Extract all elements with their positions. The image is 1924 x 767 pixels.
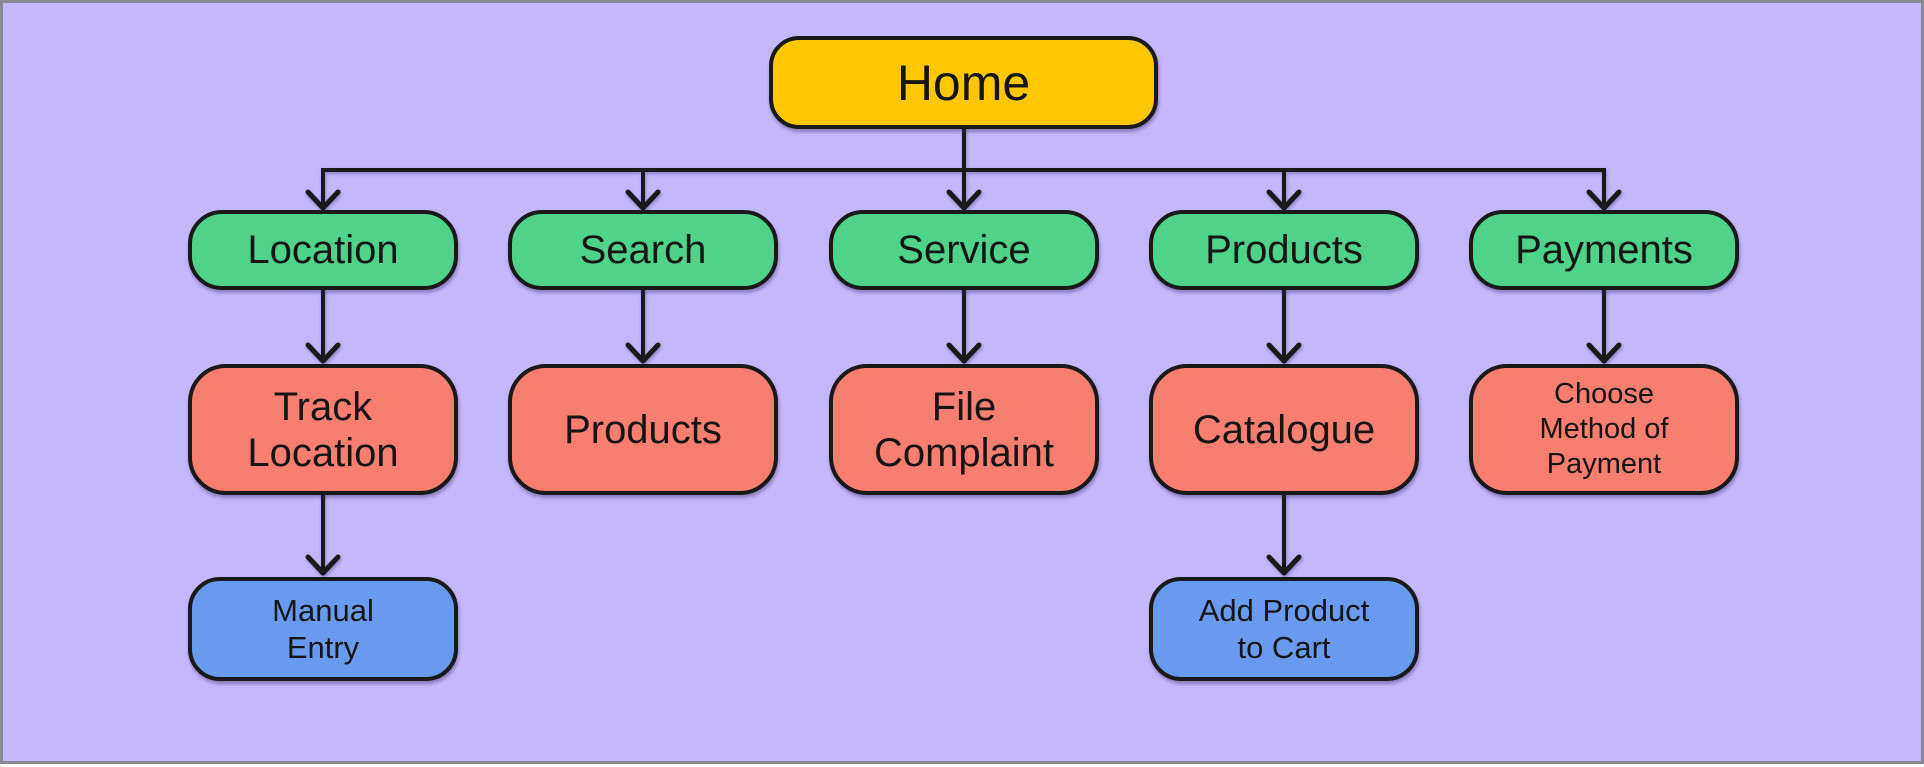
node-add-product-to-cart-label: Add Product to Cart — [1198, 593, 1370, 665]
arrowhead-products — [1266, 189, 1302, 211]
node-track-location: Track Location — [188, 364, 458, 495]
arrowhead-products-page — [625, 342, 661, 364]
arrowhead-catalogue — [1266, 342, 1302, 364]
arrowhead-manual-entry — [305, 554, 341, 576]
node-track-location-label: Track Location — [247, 384, 399, 475]
node-home-label: Home — [896, 54, 1031, 111]
node-file-complaint: File Complaint — [829, 364, 1099, 495]
node-catalogue: Catalogue — [1149, 364, 1419, 495]
arrowhead-file-complaint — [946, 342, 982, 364]
node-home: Home — [769, 36, 1158, 129]
connector-lines — [305, 127, 1622, 576]
node-add-product-to-cart: Add Product to Cart — [1149, 577, 1419, 681]
node-location: Location — [188, 210, 458, 290]
arrowhead-search — [625, 189, 661, 211]
node-products-page-label: Products — [564, 407, 722, 452]
node-choose-method-of-payment: Choose Method of Payment — [1469, 364, 1739, 495]
node-products-page: Products — [508, 364, 778, 495]
node-products-label: Products — [1205, 227, 1363, 272]
node-search-label: Search — [579, 227, 707, 272]
arrowhead-add-to-cart — [1266, 554, 1302, 576]
node-payments: Payments — [1469, 210, 1739, 290]
arrowhead-payments — [1586, 189, 1622, 211]
arrowhead-choose-method — [1586, 342, 1622, 364]
node-choose-method-of-payment-label: Choose Method of Payment — [1539, 378, 1669, 480]
arrowhead-track-location — [305, 342, 341, 364]
node-products: Products — [1149, 210, 1419, 290]
node-search: Search — [508, 210, 778, 290]
node-service-label: Service — [897, 227, 1031, 272]
node-catalogue-label: Catalogue — [1192, 407, 1376, 452]
node-file-complaint-label: File Complaint — [873, 384, 1055, 475]
node-location-label: Location — [247, 227, 399, 272]
arrowhead-location — [305, 189, 341, 211]
node-manual-entry-label: Manual Entry — [272, 593, 374, 665]
node-payments-label: Payments — [1515, 227, 1693, 272]
arrowhead-service — [946, 189, 982, 211]
node-service: Service — [829, 210, 1099, 290]
node-manual-entry: Manual Entry — [188, 577, 458, 681]
